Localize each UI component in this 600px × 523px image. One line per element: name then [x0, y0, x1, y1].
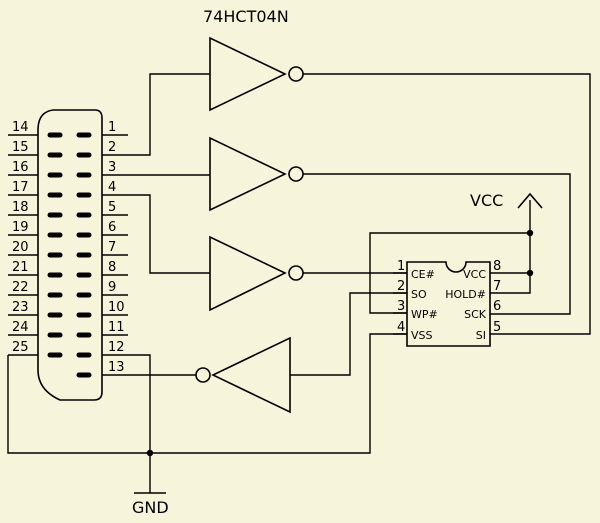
inverter-3	[209, 235, 304, 312]
flash-chip: 1 2 3 4 CE# SO WP# VSS 8 7 6 5 VCC HOLD#…	[393, 259, 501, 347]
pin-label: 20	[12, 240, 29, 255]
chip-pin-number: 8	[493, 259, 501, 274]
ic-title: 74HCT04N	[203, 7, 289, 26]
chip-pin-number: 1	[397, 259, 405, 274]
db25-right-pins: 1 2 3 4 5 6 7 8 9 10 11 12 13	[76, 120, 128, 378]
pin-label: 7	[108, 240, 116, 255]
db25-left-pins: 14 15 16 17 18 19 20 21 22 23 24 25	[8, 120, 63, 358]
gnd-label: GND	[132, 498, 169, 517]
pin-label: 10	[108, 300, 125, 315]
pin-label: 16	[12, 160, 29, 175]
chip-pin-number: 4	[397, 320, 405, 335]
chip-pin-number: 7	[493, 279, 501, 294]
pin-label: 25	[12, 340, 29, 355]
pin-label: 17	[12, 180, 29, 195]
pin-label: 22	[12, 280, 29, 295]
junction-dots	[146, 229, 534, 457]
vcc-label: VCC	[470, 191, 503, 210]
pin-label: 19	[12, 220, 29, 235]
pin-label: 3	[108, 160, 116, 175]
vcc-arrow-icon	[517, 192, 543, 209]
chip-pin-number: 2	[397, 279, 405, 294]
pin-label: 5	[108, 200, 116, 215]
chip-pin-name: CE#	[411, 268, 435, 281]
chip-pin-name: HOLD#	[445, 288, 486, 301]
chip-pin-name: SI	[476, 329, 486, 342]
inverter-2	[209, 136, 304, 212]
chip-pin-number: 5	[493, 320, 501, 335]
chip-pin-number: 6	[493, 299, 501, 314]
pin-label: 11	[108, 320, 125, 335]
pin-label: 12	[108, 340, 125, 355]
db25-connector-shell	[37, 109, 103, 401]
chip-pin-name: VCC	[463, 268, 486, 281]
chip-pin-name: VSS	[411, 329, 433, 342]
pin-label: 18	[12, 200, 29, 215]
pin-label: 2	[108, 140, 116, 155]
wires	[7, 73, 591, 493]
pin-label: 4	[108, 180, 116, 195]
chip-pin-name: SCK	[464, 308, 487, 321]
pin-label: 8	[108, 260, 116, 275]
chip-pin-name: WP#	[411, 308, 438, 321]
chip-pin-name: SO	[411, 288, 427, 301]
pin-label: 13	[108, 360, 125, 375]
pin-label: 9	[108, 280, 116, 295]
pin-label: 21	[12, 260, 29, 275]
pin-label: 24	[12, 320, 29, 335]
pin-label: 15	[12, 140, 29, 155]
pin-label: 23	[12, 300, 29, 315]
chip-pin-number: 3	[397, 299, 405, 314]
inverter-1	[209, 36, 304, 112]
pin-label: 14	[12, 120, 29, 135]
inverter-4	[195, 336, 291, 414]
pin-label: 6	[108, 220, 116, 235]
pin-label: 1	[108, 120, 116, 135]
